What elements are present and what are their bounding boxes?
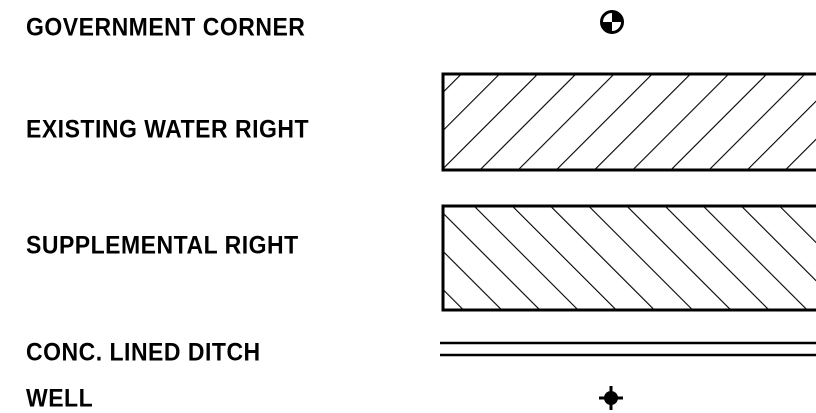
conc-lined-ditch-line-symbol [440, 341, 816, 357]
well-icon [599, 386, 623, 410]
legend-label-conc-lined-ditch: CONC. LINED DITCH [26, 337, 261, 366]
legend-label-government-corner: GOVERNMENT CORNER [26, 12, 306, 42]
supplemental-right-hatch-swatch [441, 204, 816, 312]
legend-label-existing-water-right: EXISTING WATER RIGHT [26, 114, 310, 143]
government-corner-icon [600, 10, 624, 34]
legend-label-supplemental-right: SUPPLEMENTAL RIGHT [26, 230, 299, 259]
legend-label-well: WELL [26, 383, 94, 412]
existing-water-right-hatch-swatch [441, 72, 816, 172]
